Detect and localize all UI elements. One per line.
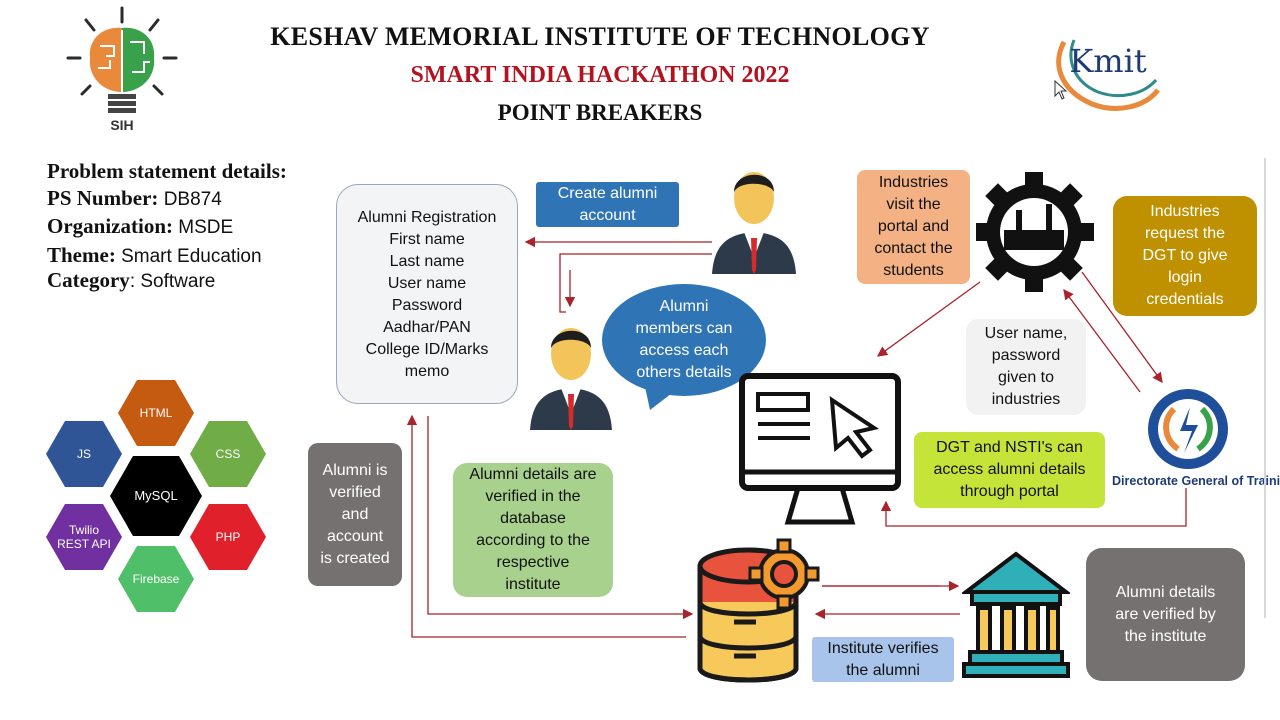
mouse-cursor-icon [1054,79,1068,100]
hex-firebase: Firebase [118,546,194,612]
institute-title: KESHAV MEMORIAL INSTITUTE OF TECHNOLOGY [270,22,930,51]
alumni-registration-form: Alumni Registration First name Last name… [336,184,518,404]
alumni-person-icon [710,162,798,276]
alumni-verified-box: Alumni is verified and account is create… [308,443,402,586]
theme-value: Smart Education [115,246,262,267]
problem-heading: Problem statement details: [47,159,287,183]
hex-php: PHP [190,504,266,570]
team-name: POINT BREAKERS [497,100,703,125]
category-label: Category [47,268,130,292]
hackathon-title: SMART INDIA HACKATHON 2022 [410,62,790,88]
sih-logo-text: SIH [110,117,133,133]
hex-js: JS [46,421,122,487]
slide-edge-divider [1264,158,1266,618]
member-person-icon [528,318,614,432]
kmit-logo: Kmit [1048,34,1164,114]
database-gear-icon [694,538,820,696]
industries-request-box: Industries request the DGT to give login… [1113,196,1257,316]
institute-verifies-box: Institute verifies the alumni [812,637,954,682]
ps-number-value: DB874 [158,189,222,210]
create-alumni-account-box: Create alumni account [536,182,679,227]
tech-stack: HTML JS CSS MySQL Twilio REST API PHP Fi… [44,378,268,618]
username-given-box: User name, password given to industries [966,319,1086,415]
dgt-emblem-icon [1144,386,1232,472]
hex-mysql: MySQL [110,456,202,536]
ps-number-label: PS Number: [47,186,159,210]
alumni-registration-fields: Alumni Registration First name Last name… [357,209,497,380]
details-verified-institute-box: Alumni details are verified by the insti… [1086,548,1245,681]
category-value: : Software [129,271,216,292]
ps-number-row: PS Number: DB874 [47,186,222,211]
category-row: Category: Software [47,268,215,293]
industry-gear-icon [974,172,1096,292]
hex-css: CSS [190,421,266,487]
organization-value: MSDE [173,217,234,238]
sih-logo: SIH [66,6,178,136]
kmit-logo-text: Kmit [1069,42,1146,80]
details-verified-database-box: Alumni details are verified in the datab… [453,463,613,597]
organization-label: Organization: [47,214,173,238]
portal-computer-icon [738,372,902,530]
institute-building-icon [960,548,1072,680]
alumni-access-bubble: Alumni members can access each others de… [600,282,770,412]
dgt-caption: Directorate General of Training [1112,474,1280,488]
dgt-access-box: DGT and NSTI's can access alumni details… [914,432,1105,508]
theme-label: Theme: [47,243,116,267]
organization-row: Organization: MSDE [47,214,233,239]
hex-html: HTML [118,380,194,446]
industries-visit-box: Industries visit the portal and contact … [857,170,970,284]
theme-row: Theme: Smart Education [47,243,262,268]
hex-twilio: Twilio REST API [46,504,122,570]
